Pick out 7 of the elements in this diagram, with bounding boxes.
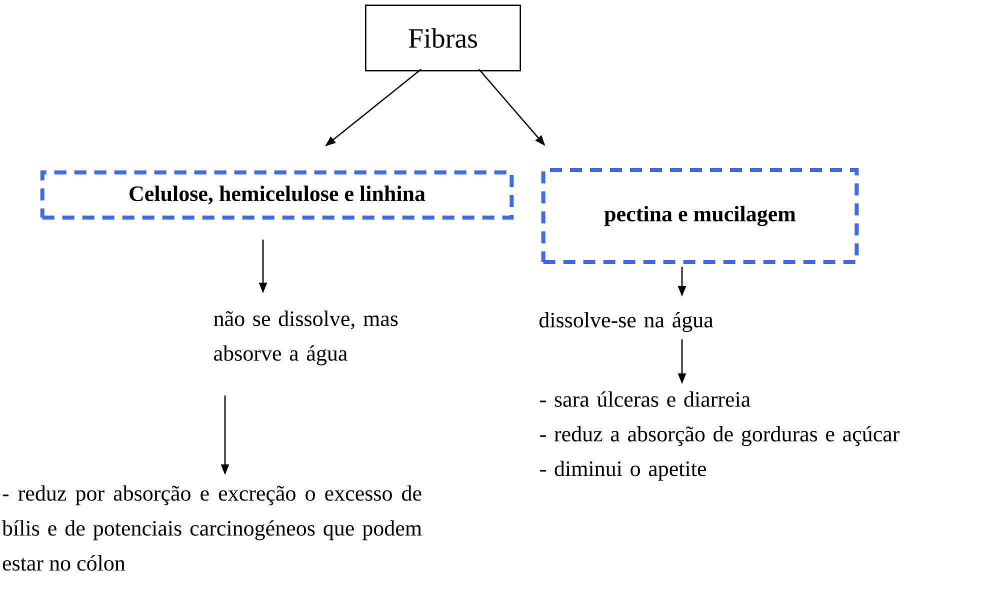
effect-text: - reduz por absorção e excreção o excesso de bílis e de potenciais carcinogéneos que podem estar no cólon bbox=[2, 485, 422, 571]
title-box: Fibras bbox=[365, 4, 521, 72]
effect-list: - sara úlceras e diarreia - reduz a absorção de gorduras e açúcar - diminui o apetite bbox=[540, 391, 900, 481]
description-text: não se dissolve, mas absorve a água bbox=[214, 310, 398, 366]
category-box: Celulose, hemicelulose e linhina bbox=[40, 170, 514, 220]
description-text: dissolve-se na água bbox=[539, 312, 714, 332]
category-box: pectina e mucilagem bbox=[541, 168, 859, 264]
